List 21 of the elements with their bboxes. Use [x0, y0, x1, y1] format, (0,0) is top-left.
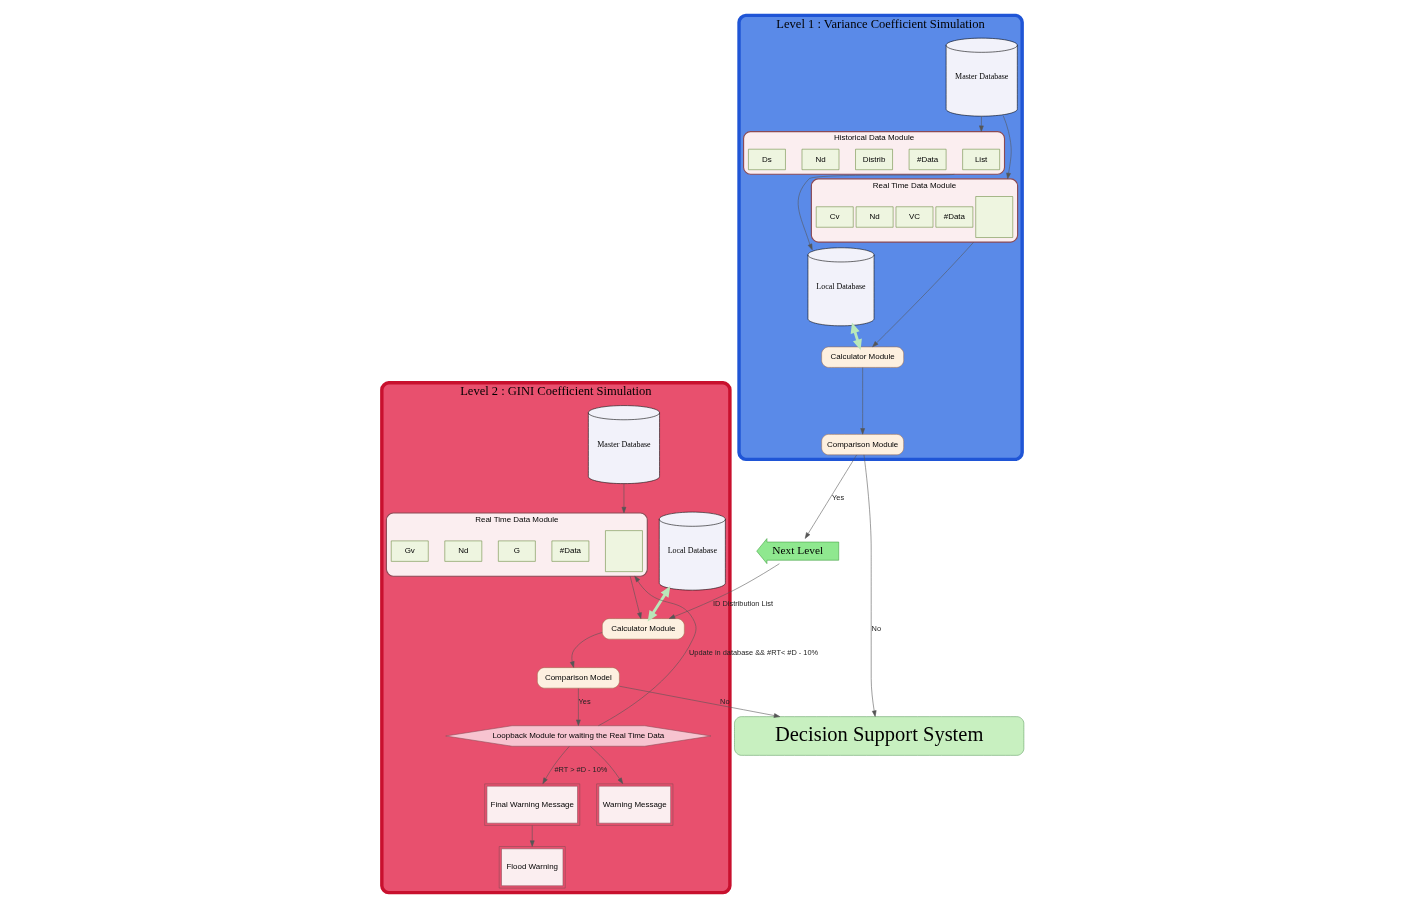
- arrow: [576, 688, 581, 726]
- arrow: [979, 116, 984, 132]
- arrow: [619, 685, 781, 718]
- arrow: [1003, 115, 1012, 180]
- arrow: [542, 746, 570, 784]
- arrow: [589, 746, 624, 784]
- arrow: [629, 575, 642, 619]
- arrow: [570, 632, 603, 668]
- arrow: [529, 825, 535, 847]
- arrow: [863, 454, 877, 717]
- arrow: [860, 367, 865, 435]
- arrow: [598, 575, 697, 726]
- arrow: [647, 586, 671, 622]
- node-box: Decision Support System: [734, 716, 1025, 756]
- arrow: [872, 241, 975, 348]
- arrow: [804, 454, 857, 539]
- arrow: [797, 174, 955, 251]
- node-box: [975, 196, 1014, 238]
- node-box: [605, 530, 643, 572]
- arrow: [621, 483, 627, 514]
- arrow: [668, 563, 780, 619]
